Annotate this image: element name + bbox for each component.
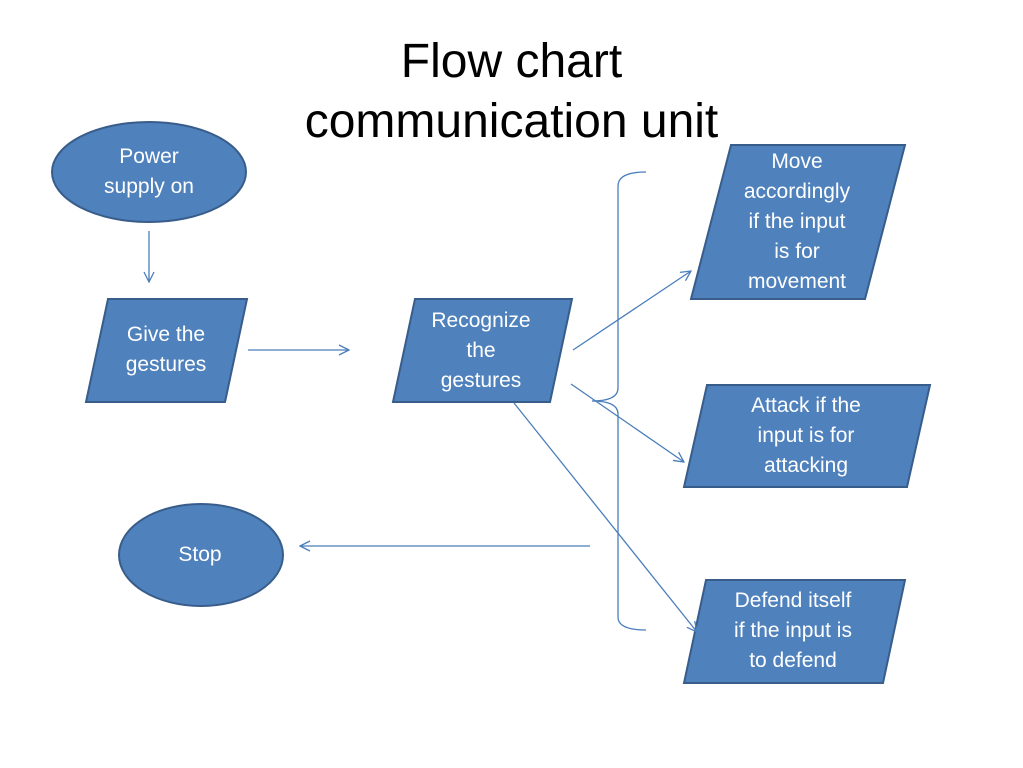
defend-text: Defend itself if the input is to defend bbox=[734, 589, 852, 672]
stop-terminal bbox=[118, 503, 284, 607]
title-line-1: Flow chart bbox=[400, 35, 623, 88]
give-gestures-text: Give the gestures bbox=[125, 323, 207, 376]
arrow-recognize-to-move bbox=[572, 271, 691, 351]
power-supply-label: Power supply on bbox=[69, 141, 229, 203]
move-label: Move accordingly if the input is for mov… bbox=[714, 145, 880, 299]
arrow-recognize-to-attack bbox=[570, 383, 684, 462]
arrow-recognize-to-defend bbox=[513, 402, 697, 632]
recognize-gestures-parallelogram bbox=[391, 298, 574, 403]
move-text: Move accordingly if the input is for mov… bbox=[743, 150, 851, 293]
move-parallelogram bbox=[689, 144, 907, 300]
attack-label: Attack if the input is for attacking bbox=[704, 390, 908, 482]
attack-parallelogram bbox=[682, 384, 932, 488]
power-supply-text: Power supply on bbox=[104, 145, 194, 198]
grouping-brace bbox=[591, 171, 647, 631]
stop-label: Stop bbox=[140, 539, 260, 571]
defend-label: Defend itself if the input is to defend bbox=[700, 585, 886, 677]
give-gestures-parallelogram bbox=[84, 298, 249, 403]
title-line-2: communication unit bbox=[304, 95, 719, 148]
diagram-title: Flow chart communication unit bbox=[0, 32, 1023, 152]
recognize-gestures-text: Recognize the gestures bbox=[431, 309, 531, 392]
defend-parallelogram bbox=[682, 579, 907, 684]
give-gestures-label: Give the gestures bbox=[100, 319, 232, 381]
attack-text: Attack if the input is for attacking bbox=[751, 394, 861, 477]
recognize-gestures-label: Recognize the gestures bbox=[405, 305, 557, 397]
power-supply-terminal bbox=[51, 121, 247, 223]
stop-text: Stop bbox=[178, 543, 222, 566]
